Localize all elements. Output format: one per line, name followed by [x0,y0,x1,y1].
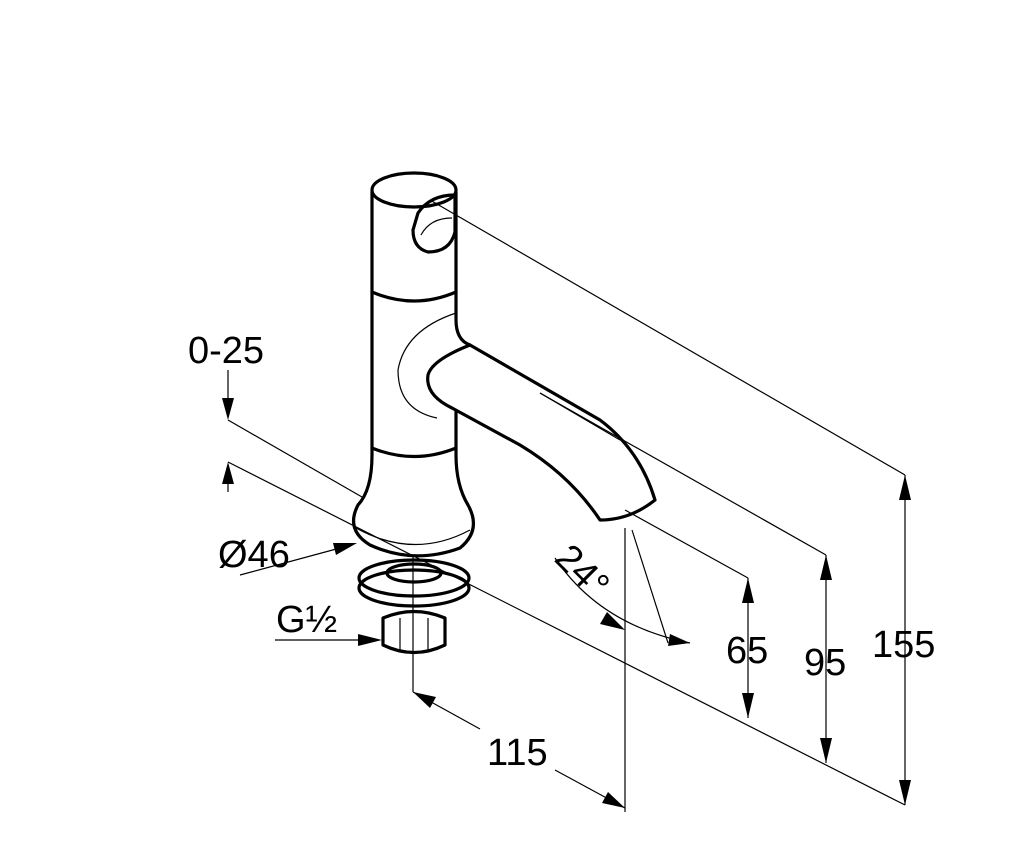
dim-adjust-range: 0-25 [188,330,264,372]
dim-thread: G½ [276,599,337,641]
faucet-body [351,171,657,655]
dim-spout-reach: 115 [487,732,548,774]
dim-total-height: 155 [872,624,935,666]
dim-angle: 24° [547,537,617,607]
dimension-lines [222,199,911,812]
dim-outlet-height: 65 [726,630,768,672]
dim-spout-height: 95 [804,642,846,684]
dim-base-diameter: Ø46 [218,534,290,576]
